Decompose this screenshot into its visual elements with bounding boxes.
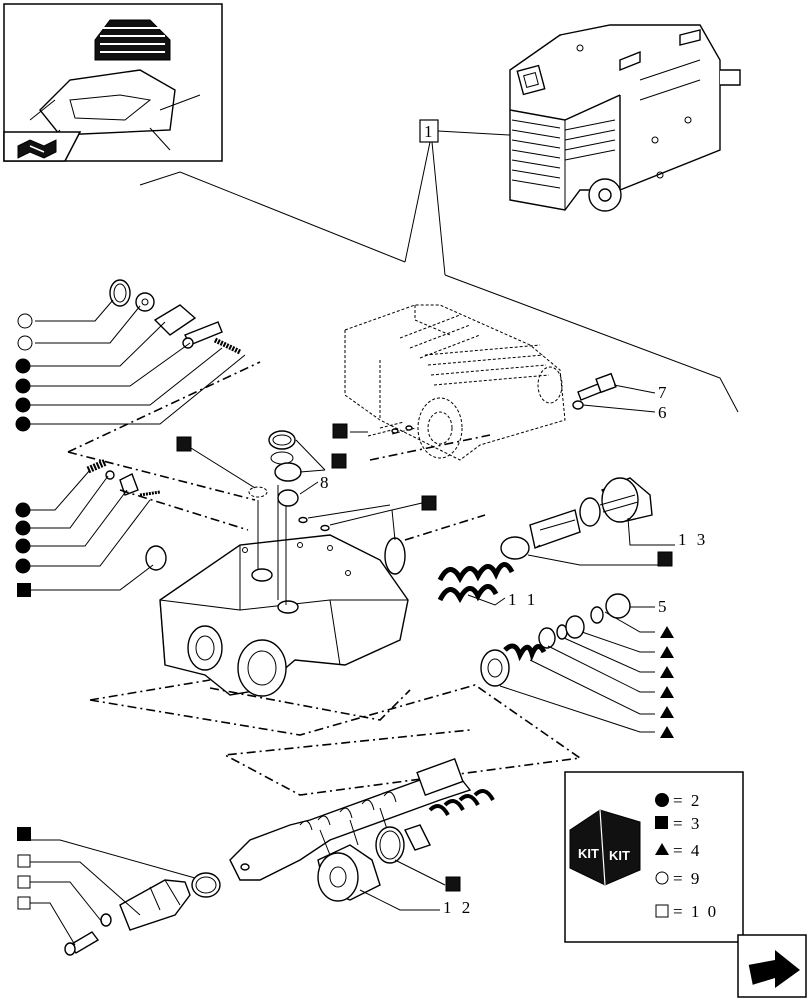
callout-13-label: 1 3 [678,530,708,549]
next-page-arrow-icon [747,950,800,988]
dash-line-b [67,451,256,501]
valve-housing-hidden [344,304,566,461]
valve-assembly-overview [509,24,741,212]
callout-7-label: 7 [658,383,670,402]
thumbnail-panel[interactable] [3,3,223,162]
callout-8-label: 8 [320,473,332,492]
dash-line-a [67,361,261,453]
tractor-thumbnail-icon [29,19,201,151]
small-balls [298,504,393,532]
square-marker-seals [331,453,347,469]
part-5-stack [480,593,631,687]
o-ring-right [384,537,406,575]
callout-5-label: 5 [658,597,670,616]
legend-row-3: = 9 [655,869,701,888]
upper-left-symbols [15,313,33,432]
legend-row-2: = 4 [655,841,701,860]
middle-left-symbols [15,502,31,597]
valve-block [159,534,409,697]
svg-text:= 4: = 4 [673,841,701,860]
callout-12-label: 1 2 [443,898,473,917]
legend-row-1: = 3 [655,814,701,833]
dash-frame-lower [89,679,583,796]
plug-part-12 [317,826,405,902]
leaders-upper-left [30,299,246,425]
leaders-bottom-left [30,839,196,946]
dowel-pins [367,421,417,437]
callout-1-label: 1 [424,122,436,141]
spool-part-13-assembly [500,477,653,560]
dash-frame-upper [369,434,491,541]
kit-label-left: KIT [578,846,599,861]
svg-text:= 2: = 2 [673,791,701,810]
legend-row-0: = 2 [655,791,701,810]
bottom-left-symbols [17,827,31,910]
square-marker-top [176,436,192,452]
callout-6-label: 6 [658,403,670,422]
washer-part-6: 6 [572,400,670,422]
dash-frame-left [119,489,249,531]
legend-row-4: = 1 0 [655,902,718,921]
reference-line-left [139,171,406,263]
spring-part-11 [437,562,515,604]
callout-1: 1 [404,119,511,276]
svg-text:= 3: = 3 [673,814,701,833]
dash-frame-mid [209,687,411,721]
middle-left-parts [86,458,167,571]
callout-11-label: 1 1 [508,590,538,609]
next-page-button[interactable] [737,934,807,998]
square-marker-balls [421,495,437,511]
svg-text:= 9: = 9 [673,869,701,888]
svg-text:= 1 0: = 1 0 [673,902,718,921]
square-marker-13 [657,551,673,567]
leaders-middle-left [30,469,154,591]
reference-line-right [444,274,739,413]
screw-part-7: 7 [577,372,670,402]
seal-group-top [248,430,302,507]
square-marker-12 [445,876,461,892]
triangle-symbols [660,626,674,738]
guide-lines-vertical [257,485,287,605]
main-spool [229,757,495,881]
book-arrow-icon [17,139,57,159]
kit-box-icon: KIT KIT [569,805,641,886]
leaders-triangles [499,611,655,733]
kit-legend: KIT KIT = 2 = 3 = 4 = 9 = 1 0 [564,771,744,943]
bottom-left-parts [64,872,221,956]
kit-label-right: KIT [609,848,630,863]
upper-left-parts [109,279,242,355]
square-marker-pins [332,423,348,439]
